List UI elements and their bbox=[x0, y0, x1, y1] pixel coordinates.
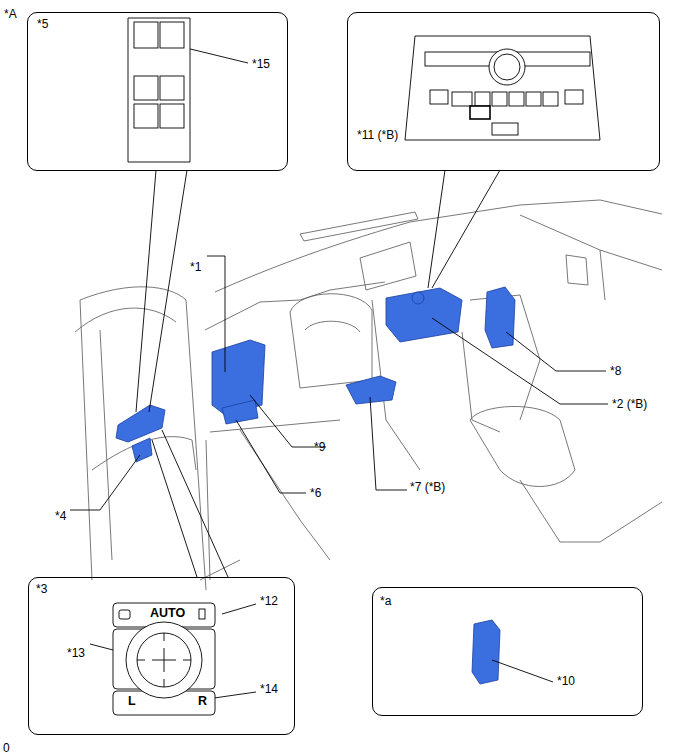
callout-number: *10 bbox=[557, 674, 575, 688]
inset-panel: *a *10 bbox=[372, 587, 643, 716]
switch-marking: AUTO bbox=[150, 606, 185, 620]
callout-number: 0 bbox=[3, 741, 10, 755]
callout-number: *14 bbox=[260, 682, 278, 696]
callout-number: *5 bbox=[37, 17, 48, 31]
callout-number: *15 bbox=[252, 57, 270, 71]
callout-number: *A bbox=[4, 7, 17, 21]
inset-panel: *3AUTO L R *12 *13 *14 bbox=[28, 577, 295, 735]
callout-number: *6 bbox=[310, 486, 321, 500]
callout-number: *3 bbox=[36, 582, 47, 596]
callout-number: *2 (*B) bbox=[612, 397, 647, 411]
callout-number: *1 bbox=[190, 260, 201, 274]
callout-number: *13 bbox=[67, 646, 85, 660]
callout-number: *8 bbox=[610, 364, 621, 378]
callout-number: *4 bbox=[55, 509, 66, 523]
inset-panel: *5 *15 bbox=[27, 12, 288, 171]
callout-number: *11 (*B) bbox=[357, 128, 398, 142]
callout-number: *9 bbox=[314, 440, 325, 454]
vehicle-interior bbox=[75, 200, 662, 590]
callout-number: *12 bbox=[260, 594, 278, 608]
switch-marking: L bbox=[128, 694, 136, 708]
switch-marking: R bbox=[198, 694, 207, 708]
inset-panel: *11 (*B) bbox=[347, 12, 660, 171]
inset-drawings bbox=[113, 18, 600, 715]
callout-number: *7 (*B) bbox=[410, 480, 445, 494]
callout-number: *a bbox=[380, 594, 391, 608]
